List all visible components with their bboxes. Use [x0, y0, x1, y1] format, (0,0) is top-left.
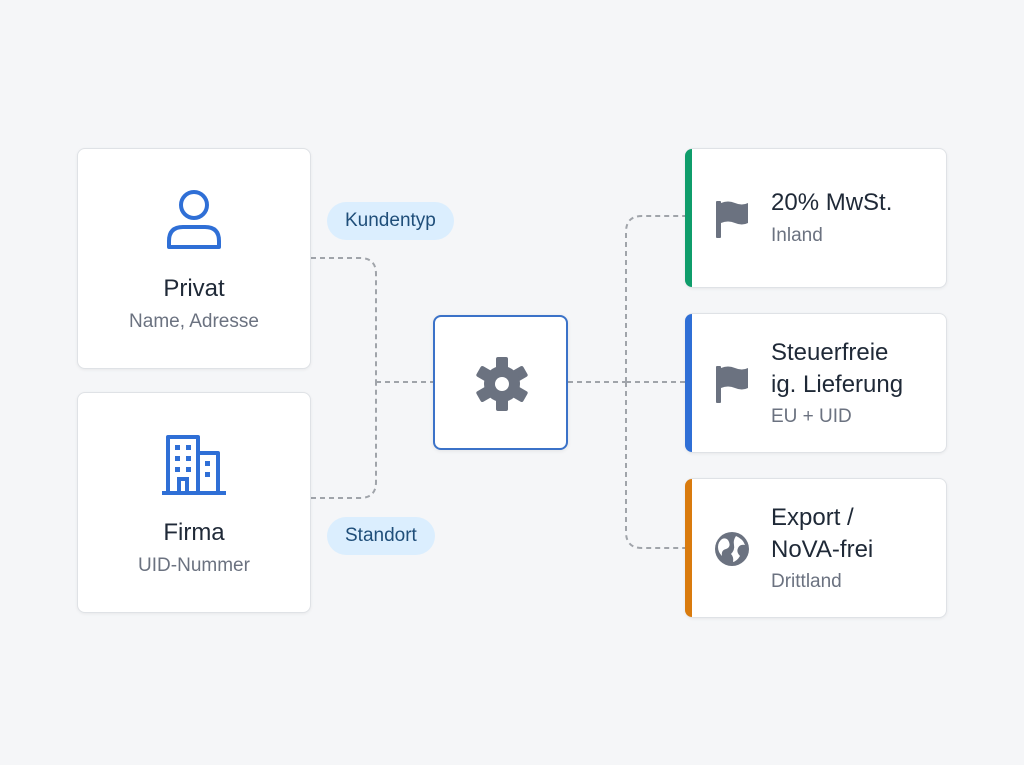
connector-out-inland	[625, 215, 685, 382]
input-subtitle: UID-Nummer	[138, 555, 250, 576]
gear-icon	[473, 355, 531, 418]
user-icon	[164, 187, 224, 256]
input-card-privat: Privat Name, Adresse	[77, 148, 311, 369]
input-title: Firma	[163, 519, 225, 546]
output-card-inland: 20% MwSt. Inland	[685, 148, 947, 288]
hub-node	[433, 315, 568, 450]
output-title: Export /	[771, 504, 854, 531]
connector-firma	[311, 382, 377, 499]
input-subtitle: Name, Adresse	[129, 311, 259, 332]
connector-privat	[311, 257, 377, 382]
output-title: 20% MwSt.	[771, 189, 893, 216]
output-subtitle: Drittland	[771, 571, 842, 592]
input-card-firma: Firma UID-Nummer	[77, 392, 311, 613]
output-title: Steuerfreie	[771, 339, 889, 366]
output-title-line2: NoVA-frei	[771, 536, 874, 563]
output-subtitle: EU + UID	[771, 406, 852, 427]
flag-icon	[713, 199, 751, 244]
input-title: Privat	[163, 275, 225, 302]
label-kundentyp: Kundentyp	[327, 202, 454, 240]
connector-out-export	[625, 382, 685, 549]
accent-bar	[685, 479, 692, 617]
flag-icon	[713, 364, 751, 409]
building-icon	[160, 433, 228, 502]
output-subtitle: Inland	[771, 225, 823, 246]
output-card-eu: Steuerfreie ig. Lieferung EU + UID	[685, 313, 947, 453]
output-title-line2: ig. Lieferung	[771, 371, 904, 398]
accent-bar	[685, 314, 692, 452]
label-standort: Standort	[327, 517, 435, 555]
globe-icon	[713, 530, 751, 573]
output-card-export: Export / NoVA-frei Drittland	[685, 478, 947, 618]
accent-bar	[685, 149, 692, 287]
